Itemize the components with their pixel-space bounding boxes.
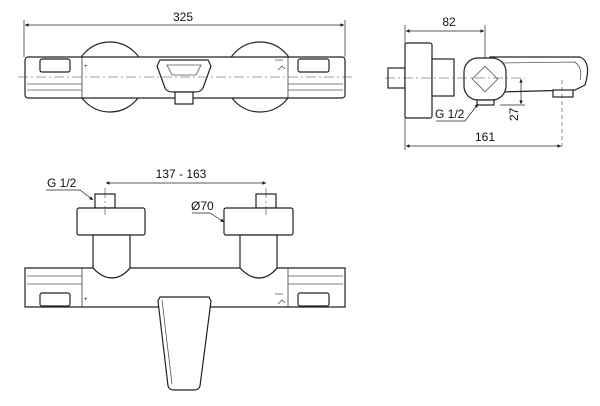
total-depth-label: 161 [475,130,495,144]
depth-dimension-label: 82 [442,15,456,29]
front-view: 137 - 163 G 1/2 Ø70 + [24,167,346,391]
left-handle-grip [39,58,71,73]
width-dimension-label: 325 [173,10,193,24]
knob-side [463,57,507,101]
right-rosette-front [223,207,294,236]
outlet [156,59,212,93]
diameter-label: Ø70 [191,199,214,213]
wall-rosette-side [404,42,433,119]
top-view: 325 + [18,10,352,113]
right-handle-front [297,292,330,307]
side-view: 82 27 G 1/2 161 [385,15,589,150]
right-neck [239,234,278,279]
temperature-mark: + [84,64,88,70]
center-distance-label: 137 - 163 [156,167,207,181]
right-handle-grip [297,58,330,73]
left-neck [92,234,131,279]
left-handle-front [39,292,71,307]
spout-front [157,296,212,391]
body-side [431,58,455,97]
temperature-mark-front: + [84,297,88,303]
front-thread-label: G 1/2 [47,176,77,190]
spout-side [489,56,589,93]
side-outlet-thread [476,99,495,106]
aerator [552,89,574,98]
height-offset-label: 27 [507,107,521,121]
outlet-thread [174,91,194,105]
side-thread-label: G 1/2 [435,107,465,121]
mixer-body-front [24,267,346,308]
left-rosette-front [76,207,146,236]
